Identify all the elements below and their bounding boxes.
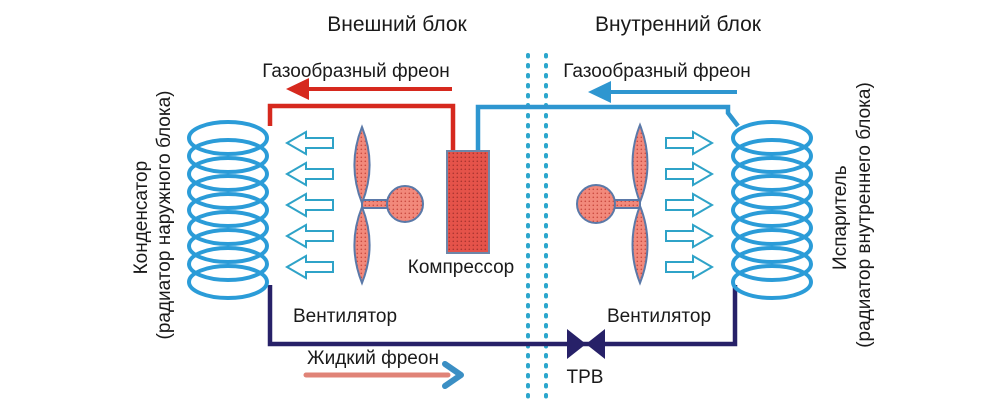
airflow-arrows-right bbox=[665, 130, 714, 280]
fan-right-graphic bbox=[576, 122, 649, 286]
fan-blade-icon bbox=[353, 204, 371, 286]
label-liquid-freon: Жидкий фреон bbox=[307, 348, 439, 369]
gas-flow-arrow-right bbox=[588, 81, 737, 103]
label-compressor: Компрессор bbox=[408, 257, 514, 278]
fan-blade-icon bbox=[353, 124, 371, 206]
label-gas-freon-left: Газообразный фреон bbox=[262, 61, 450, 82]
evaporator-coil bbox=[731, 120, 813, 300]
title-indoor-unit: Внутренний блок bbox=[595, 13, 762, 36]
liquid-pipe bbox=[267, 285, 738, 347]
label-condenser-vertical: Конденсатор (радиатор наружного блока) bbox=[131, 91, 175, 340]
cold-gas-pipe bbox=[475, 104, 740, 155]
label-evaporator-vertical: Испаритель (радиатор внутреннего блока) bbox=[830, 82, 875, 348]
fan-blade-icon bbox=[631, 122, 649, 205]
fan-left-graphic bbox=[353, 124, 424, 286]
expansion-valve-icon bbox=[567, 329, 605, 359]
label-valve-trv: ТРВ bbox=[567, 367, 604, 388]
liquid-flow-arrow bbox=[303, 361, 464, 389]
condenser-coil bbox=[187, 120, 269, 300]
label-fan-left: Вентилятор bbox=[293, 306, 397, 327]
hot-gas-pipe bbox=[267, 103, 456, 155]
airflow-arrows-left bbox=[285, 130, 334, 280]
fan-motor-icon bbox=[386, 185, 424, 223]
fan-blade-icon bbox=[631, 203, 649, 286]
gas-flow-arrow-left bbox=[286, 78, 452, 100]
title-outdoor-unit: Внешний блок bbox=[327, 13, 467, 36]
label-gas-freon-right: Газообразный фреон bbox=[563, 61, 751, 82]
fan-motor-icon bbox=[576, 184, 616, 224]
label-fan-right: Вентилятор bbox=[607, 306, 711, 327]
compressor-graphic bbox=[446, 150, 490, 254]
